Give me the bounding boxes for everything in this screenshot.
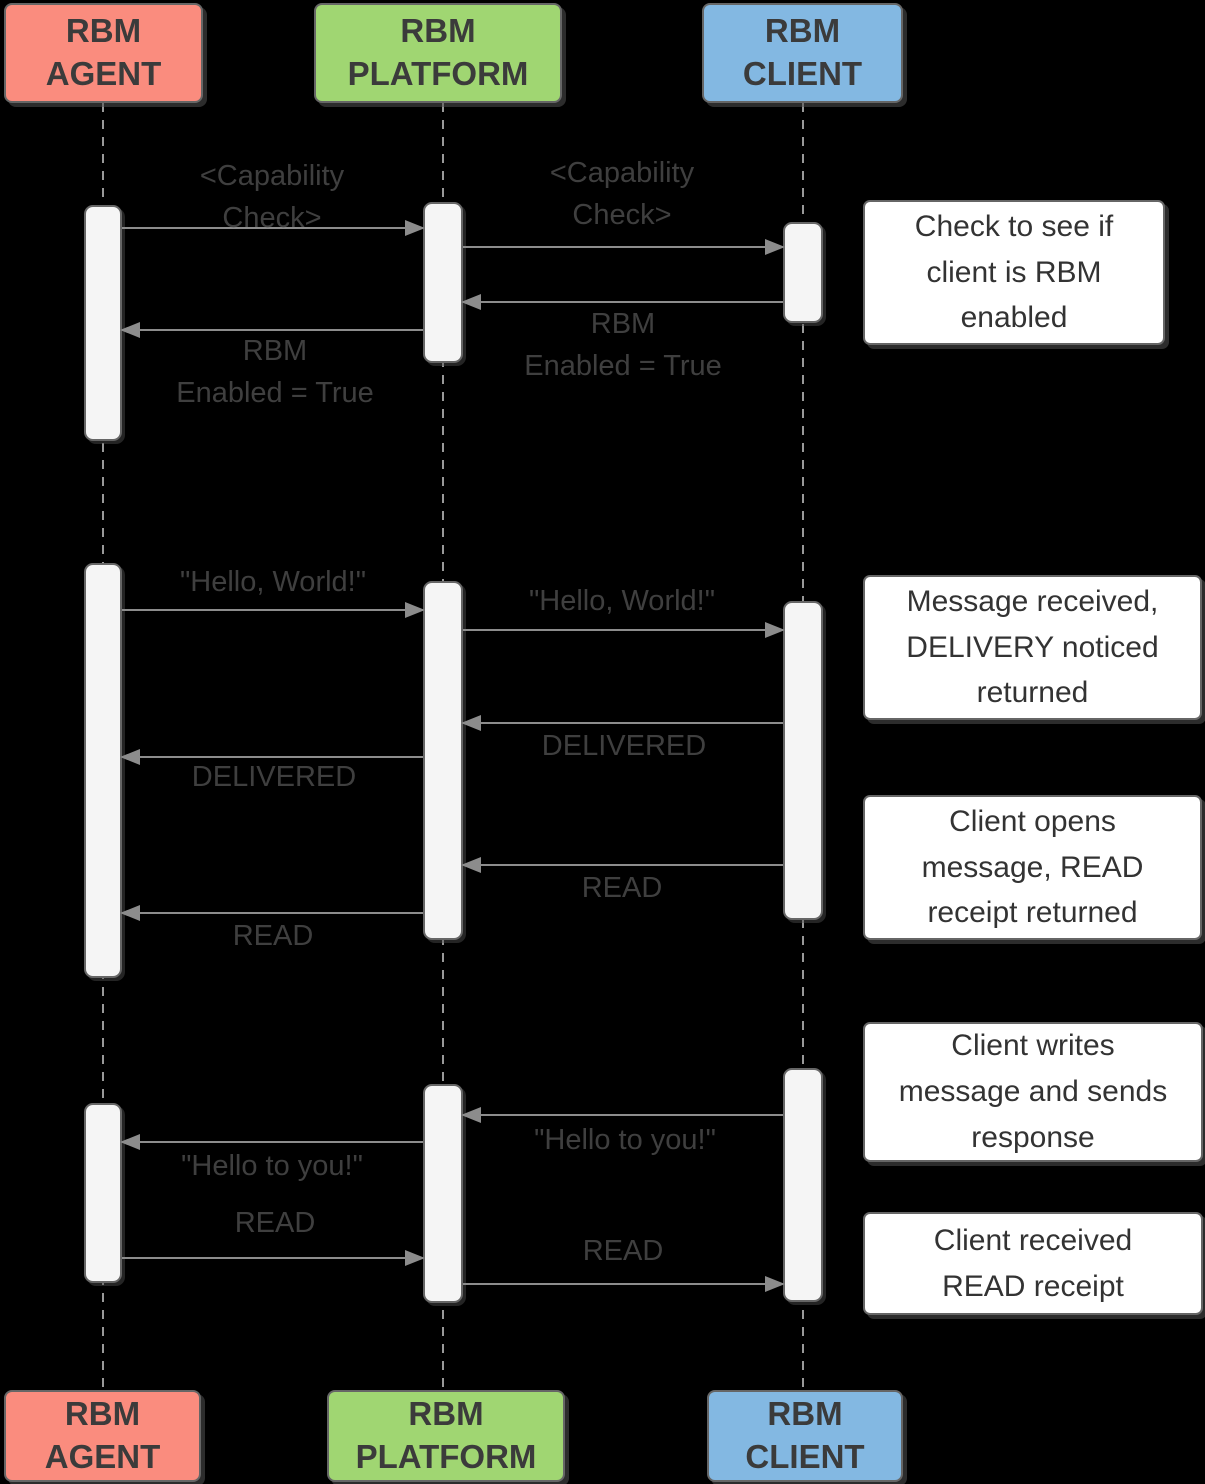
arrowhead-right-icon	[405, 1250, 425, 1266]
arrow-line	[122, 912, 423, 914]
message-arrow-rbm-enabled-client-platform	[461, 294, 783, 310]
message-arrow-read-platform-agent	[120, 905, 423, 921]
arrowhead-left-icon	[120, 905, 140, 921]
arrowhead-right-icon	[405, 602, 425, 618]
actor-box-platform-top: RBM PLATFORM	[314, 3, 562, 103]
message-label: READ	[582, 1234, 664, 1267]
arrowhead-right-icon	[765, 622, 785, 638]
actor-box-client-bottom: RBM CLIENT	[707, 1390, 903, 1482]
message-label: "Hello to you!"	[534, 1123, 716, 1156]
arrow-line	[122, 227, 423, 229]
arrow-line	[122, 1257, 423, 1259]
message-arrow-read-platform-client	[463, 1276, 785, 1292]
activation-bar-agent-1	[84, 205, 122, 441]
message-label: DELIVERED	[191, 760, 357, 793]
arrowhead-left-icon	[461, 715, 481, 731]
message-label: "Hello, World!"	[179, 565, 367, 598]
message-arrow-read-agent-platform	[122, 1250, 425, 1266]
arrow-line	[463, 864, 783, 866]
note-client-opens-message: Client opens message, READ receipt retur…	[863, 795, 1202, 940]
arrowhead-left-icon	[120, 749, 140, 765]
activation-bar-platform-2	[423, 581, 463, 940]
actor-box-agent-top: RBM AGENT	[4, 3, 203, 103]
arrowhead-right-icon	[405, 220, 425, 236]
message-arrow-read-client-platform	[461, 857, 783, 873]
message-arrow-capability-check-platform-client	[463, 239, 785, 255]
activation-bar-platform-3	[423, 1084, 463, 1303]
message-arrow-hello-world-agent-platform	[122, 602, 425, 618]
note-client-received-read: Client received READ receipt	[863, 1212, 1203, 1315]
note-capability-check: Check to see if client is RBM enabled	[863, 200, 1165, 345]
note-client-writes-message: Client writes message and sends response	[863, 1022, 1203, 1162]
message-arrow-delivered-client-platform	[461, 715, 783, 731]
message-label: <Capability Check>	[549, 156, 695, 231]
arrow-line	[463, 246, 783, 248]
message-label: <Capability Check>	[199, 159, 345, 234]
message-label: "Hello, World!"	[528, 584, 716, 617]
activation-bar-platform-1	[423, 202, 463, 363]
arrowhead-left-icon	[461, 857, 481, 873]
actor-box-client-top: RBM CLIENT	[702, 3, 903, 103]
arrow-line	[122, 609, 423, 611]
message-label: READ	[232, 919, 314, 952]
activation-bar-agent-2	[84, 563, 122, 978]
note-message-received: Message received, DELIVERY noticed retur…	[863, 575, 1202, 720]
message-arrow-delivered-platform-agent	[120, 749, 423, 765]
message-label: RBM Enabled = True	[524, 307, 722, 382]
activation-bar-client-2	[783, 601, 823, 920]
arrowhead-left-icon	[461, 294, 481, 310]
arrowhead-right-icon	[765, 1276, 785, 1292]
arrow-line	[122, 329, 423, 331]
arrowhead-left-icon	[120, 322, 140, 338]
activation-bar-client-1	[783, 222, 823, 323]
arrowhead-right-icon	[765, 239, 785, 255]
arrow-line	[463, 1114, 783, 1116]
message-arrow-hello-to-you-client-platform	[461, 1107, 783, 1123]
actor-box-platform-bottom: RBM PLATFORM	[327, 1390, 565, 1482]
arrow-line	[122, 756, 423, 758]
activation-bar-agent-3	[84, 1103, 122, 1283]
arrowhead-left-icon	[120, 1134, 140, 1150]
message-arrow-rbm-enabled-platform-agent	[120, 322, 423, 338]
message-label: DELIVERED	[541, 729, 707, 762]
message-arrow-capability-check-agent-platform	[122, 220, 425, 236]
arrow-line	[122, 1141, 423, 1143]
actor-box-agent-bottom: RBM AGENT	[4, 1390, 201, 1482]
message-label: "Hello to you!"	[181, 1149, 363, 1182]
message-label: RBM Enabled = True	[176, 334, 374, 409]
arrowhead-left-icon	[461, 1107, 481, 1123]
message-arrow-hello-world-platform-client	[463, 622, 785, 638]
arrow-line	[463, 301, 783, 303]
arrow-line	[463, 1283, 783, 1285]
arrow-line	[463, 722, 783, 724]
message-label: READ	[234, 1206, 316, 1239]
arrow-line	[463, 629, 783, 631]
message-arrow-hello-to-you-platform-agent	[120, 1134, 423, 1150]
message-label: READ	[581, 871, 663, 904]
activation-bar-client-3	[783, 1068, 823, 1302]
